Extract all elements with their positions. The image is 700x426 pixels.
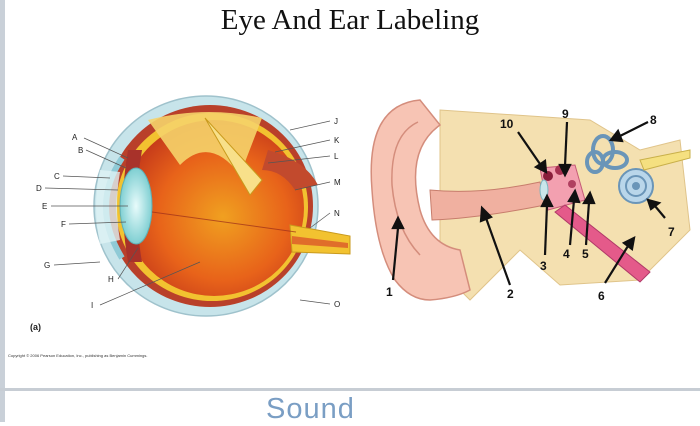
eye-label-j: J — [334, 117, 338, 126]
slide-divider — [0, 388, 700, 391]
ear-label-8: 8 — [650, 113, 657, 127]
ear-anatomy — [370, 99, 691, 301]
eye-label-l: L — [334, 152, 339, 161]
eyeball — [93, 95, 351, 317]
next-slide-title: Sound — [266, 393, 355, 425]
ear-label-1: 1 — [386, 285, 393, 299]
eye-leader-lines — [44, 120, 331, 306]
eye-labels: A B C D E F G H I J K L M N O — [36, 117, 341, 310]
eye-label-c: C — [54, 172, 60, 181]
slide-title: Eye And Ear Labeling — [220, 4, 480, 36]
ear-label-10: 10 — [500, 117, 514, 131]
eye-panel-label: (a) — [30, 322, 41, 332]
ear-label-7: 7 — [668, 225, 675, 239]
eye-label-e: E — [42, 202, 47, 211]
eye-label-a: A — [72, 133, 78, 142]
ear-labels: 1 2 3 4 5 6 7 8 9 10 — [386, 107, 675, 303]
eye-label-d: D — [36, 184, 42, 193]
copyright-notice: Copyright © 2006 Pearson Education, Inc.… — [8, 353, 148, 358]
ear-arrows — [391, 121, 666, 286]
eye-label-i: I — [91, 301, 93, 310]
eye-label-h: H — [108, 275, 114, 284]
ear-label-9: 9 — [562, 107, 569, 121]
eye-label-b: B — [78, 146, 83, 155]
eye-label-n: N — [334, 209, 340, 218]
ear-label-2: 2 — [507, 287, 514, 301]
ear-label-6: 6 — [598, 289, 605, 303]
ear-label-4: 4 — [563, 247, 570, 261]
eye-label-k: K — [334, 136, 340, 145]
eye-label-m: M — [334, 178, 341, 187]
ear-label-3: 3 — [540, 259, 547, 273]
eye-label-f: F — [61, 220, 66, 229]
window-edge — [0, 0, 5, 422]
eye-label-g: G — [44, 261, 50, 270]
eye-label-o: O — [334, 300, 340, 309]
ear-label-5: 5 — [582, 247, 589, 261]
